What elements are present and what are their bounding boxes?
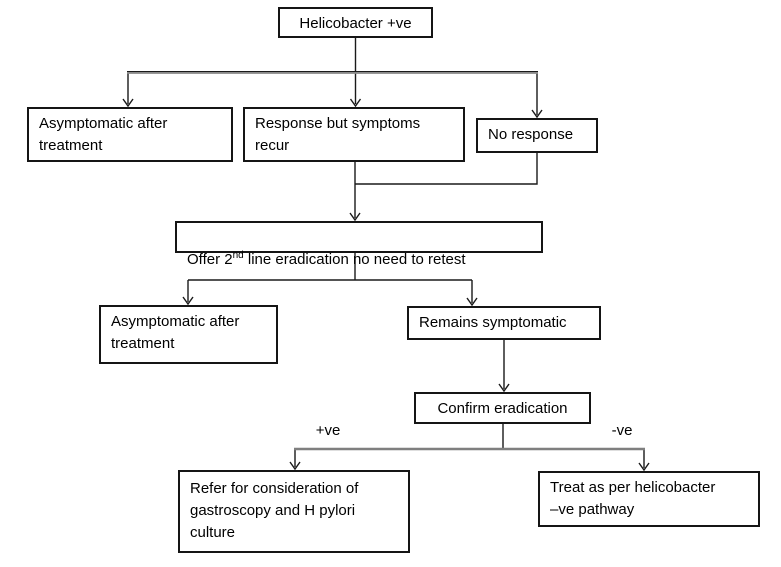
node-treat-negative-pathway: Treat as per helicobacter –ve pathway <box>538 471 760 527</box>
node-confirm-eradication: Confirm eradication <box>414 392 591 424</box>
edge-label-negative: -ve <box>611 422 633 439</box>
node-no-response: No response <box>476 118 598 153</box>
offer-label-superscript: nd <box>232 250 244 261</box>
node-helicobacter-positive: Helicobacter +ve <box>278 7 433 38</box>
offer-label-suffix: line eradication no need to retest <box>243 251 466 268</box>
node-offer-2nd-line-eradication: Offer 2nd line eradication no need to re… <box>175 221 543 268</box>
node-asymptomatic-after-treatment-1: Asymptomatic after treatment <box>27 107 233 162</box>
node-refer-gastroscopy: Refer for consideration of gastroscopy a… <box>178 470 410 553</box>
offer-label-prefix: Offer 2 <box>187 251 233 268</box>
node-remains-symptomatic: Remains symptomatic <box>407 306 601 340</box>
node-asymptomatic-after-treatment-2: Asymptomatic after treatment <box>99 305 278 364</box>
edge-label-positive: +ve <box>315 422 341 439</box>
node-response-but-symptoms-recur: Response but symptoms recur <box>243 107 465 162</box>
